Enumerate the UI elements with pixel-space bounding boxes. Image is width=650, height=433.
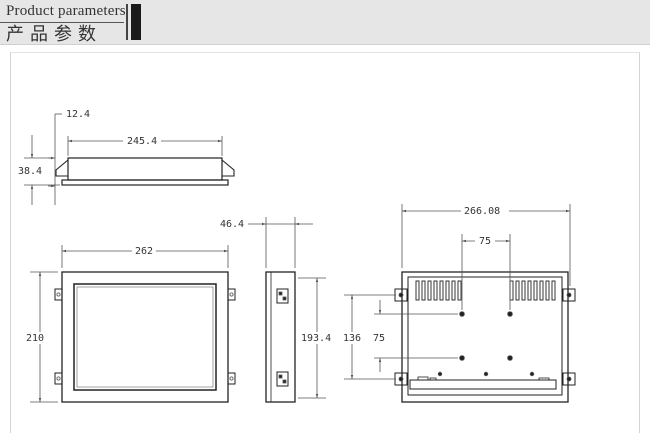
- title-divider-thick: [131, 4, 141, 40]
- dim-front-width: 262: [135, 246, 153, 257]
- title-divider-thin: [126, 4, 128, 40]
- dim-rear-bracket-height: 136: [343, 333, 361, 344]
- dim-top-flange: 12.4: [66, 109, 90, 120]
- title-underline: [0, 22, 124, 23]
- rear-view: [344, 204, 576, 403]
- dim-rear-hole-x: 75: [479, 236, 491, 247]
- title-english: Product parameters: [6, 3, 126, 19]
- side-view: [248, 217, 326, 403]
- dim-side-height: 193.4: [301, 333, 331, 344]
- dim-rear-width: 266.08: [464, 206, 500, 217]
- dim-front-height: 210: [26, 333, 44, 344]
- dim-side-depth: 46.4: [220, 219, 244, 230]
- dim-rear-hole-y: 75: [373, 333, 385, 344]
- front-view: [30, 245, 236, 403]
- title-chinese: 产品参数: [6, 24, 102, 44]
- dim-top-height: 38.4: [18, 166, 42, 177]
- drawing-panel: [10, 52, 640, 433]
- top-view: [24, 113, 235, 205]
- header-bar: Product parameters 产品参数: [0, 0, 650, 45]
- dim-top-width: 245.4: [127, 136, 157, 147]
